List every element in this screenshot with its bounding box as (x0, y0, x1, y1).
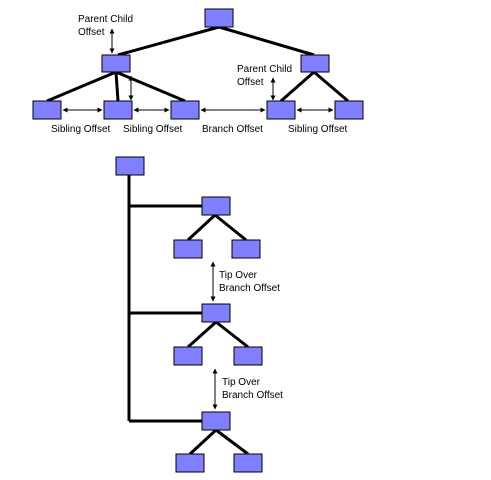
node-leaf (175, 453, 205, 473)
node-leaf (233, 346, 263, 366)
node-child-right (300, 54, 330, 73)
edge (117, 25, 220, 57)
tip-over-branch-offset-label: Branch Offset (222, 390, 283, 401)
bottom-tree-tip-over: Tip Over Branch Offset Tip Over Branch O… (115, 156, 283, 473)
edge (46, 70, 117, 103)
parent-child-offset-label-2: Offset (237, 77, 264, 88)
node-child-left (101, 54, 131, 73)
node-leaf (266, 100, 296, 120)
node-branch-parent (201, 411, 231, 431)
node-leaf (233, 453, 263, 473)
sibling-offset-label: Sibling Offset (123, 124, 183, 135)
node-branch-parent (201, 196, 231, 216)
edge (115, 70, 186, 103)
edge (214, 213, 247, 242)
node-leaf (173, 346, 203, 366)
sibling-offset-label: Sibling Offset (288, 124, 348, 135)
tip-over-branch-offset-label: Tip Over (222, 377, 261, 388)
tip-over-branch-offset-label: Tip Over (219, 270, 258, 281)
parent-child-offset-label: Offset (78, 27, 105, 38)
edge (188, 428, 218, 456)
edge (186, 213, 217, 242)
node-root (204, 8, 234, 28)
edge (218, 25, 315, 57)
node-leaf (32, 100, 62, 120)
edge (215, 320, 249, 349)
parent-child-offset-label-2: Parent Child (237, 64, 292, 75)
edge (280, 70, 315, 103)
node-root (115, 156, 145, 176)
node-leaf (231, 239, 261, 259)
node-branch-parent (201, 303, 231, 323)
branch-offset-label: Branch Offset (202, 124, 263, 135)
edge (215, 428, 249, 456)
edge (313, 70, 349, 103)
node-leaf (103, 100, 133, 120)
parent-child-offset-label: Parent Child (78, 14, 133, 25)
node-leaf (170, 100, 200, 120)
sibling-offset-label: Sibling Offset (51, 124, 111, 135)
tip-over-branch-offset-label: Branch Offset (219, 283, 280, 294)
node-leaf (334, 100, 364, 120)
edge (187, 320, 217, 349)
node-leaf (173, 239, 203, 259)
edge (114, 71, 120, 102)
top-tree: Parent Child Offset Parent Child Offset … (32, 8, 364, 135)
